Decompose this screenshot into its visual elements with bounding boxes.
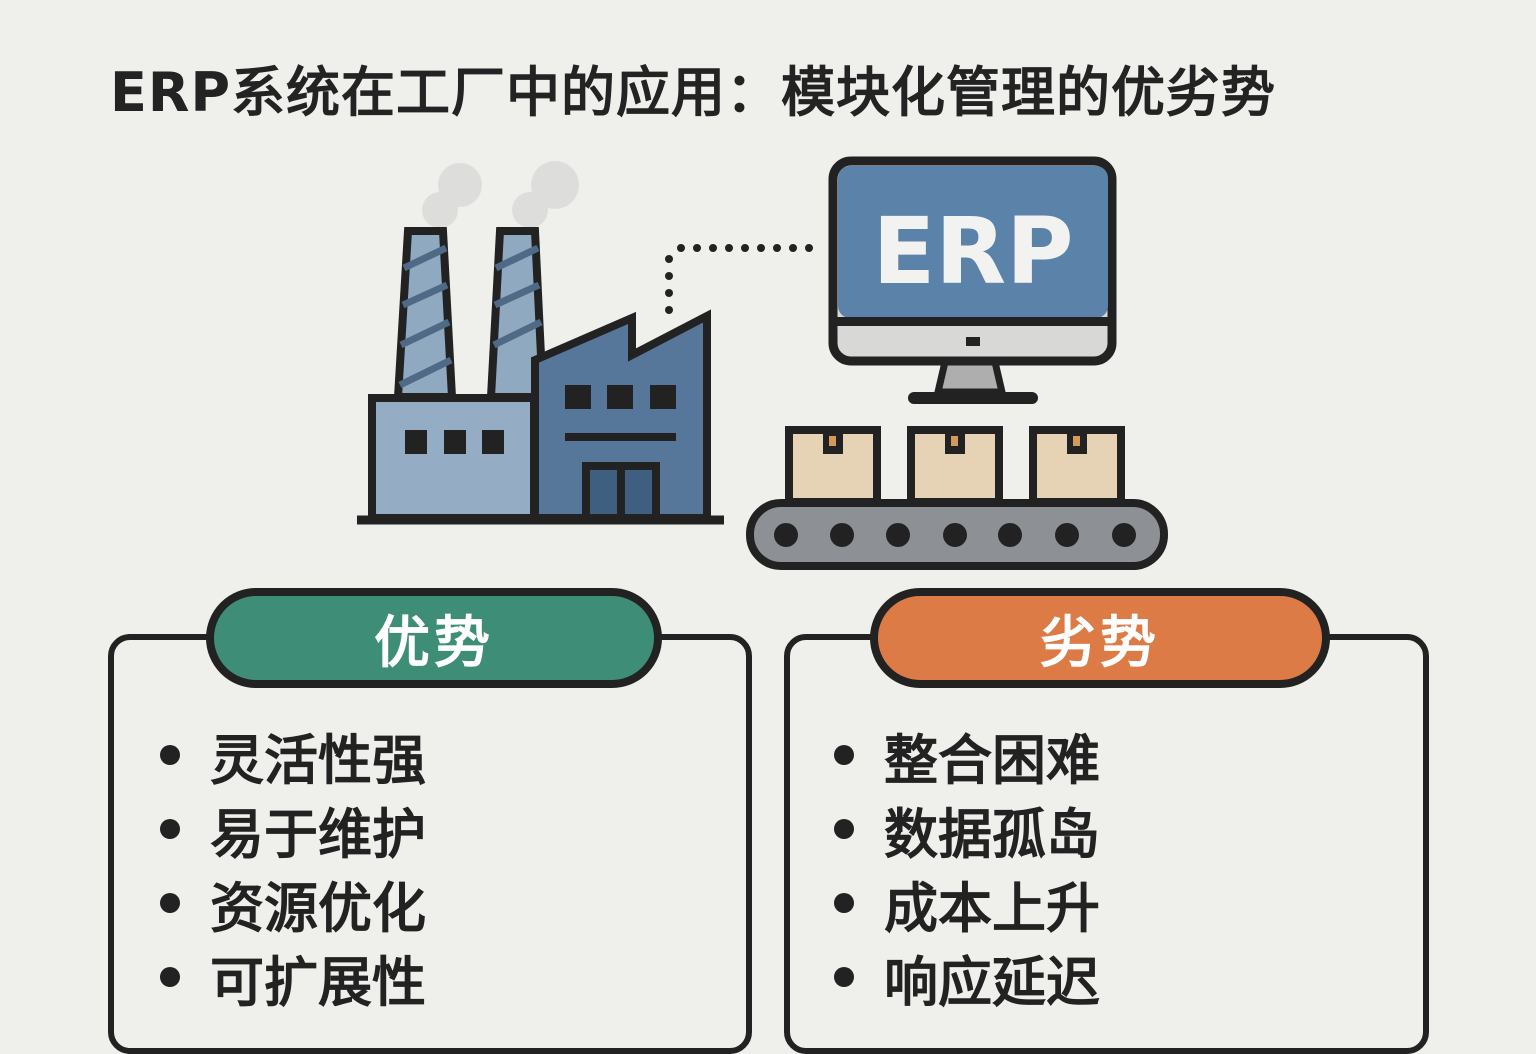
box-icon <box>785 426 1125 506</box>
list-item: 可扩展性 <box>160 940 426 1014</box>
bullet-icon <box>834 967 854 987</box>
list-item: 易于维护 <box>160 792 426 866</box>
factory-icon <box>357 227 724 525</box>
list-item-label: 灵活性强 <box>210 728 426 792</box>
erp-screen-label: ERP <box>872 198 1073 305</box>
pros-heading: 优势 <box>206 588 662 688</box>
list-item-label: 整合困难 <box>884 728 1100 792</box>
list-item-label: 易于维护 <box>210 802 426 866</box>
bullet-icon <box>160 967 180 987</box>
page-title: ERP系统在工厂中的应用：模块化管理的优劣势 <box>110 61 1277 124</box>
box-tape-mark <box>829 436 1080 446</box>
list-item: 数据孤岛 <box>834 792 1100 866</box>
list-item: 资源优化 <box>160 866 426 940</box>
bullet-icon <box>834 745 854 765</box>
list-item-label: 数据孤岛 <box>884 802 1100 866</box>
list-item: 成本上升 <box>834 866 1100 940</box>
conveyor-icon <box>746 499 1168 570</box>
cons-heading: 劣势 <box>870 588 1330 688</box>
bullet-icon <box>834 819 854 839</box>
monitor-icon: ERP <box>828 156 1117 404</box>
bullet-icon <box>160 819 180 839</box>
list-item: 灵活性强 <box>160 718 426 792</box>
bullet-icon <box>834 893 854 913</box>
pros-list: 灵活性强 易于维护 资源优化 可扩展性 <box>160 718 426 1014</box>
list-item: 整合困难 <box>834 718 1100 792</box>
list-item-label: 可扩展性 <box>210 950 426 1014</box>
connector-line <box>665 244 813 314</box>
cons-list: 整合困难 数据孤岛 成本上升 响应延迟 <box>834 718 1100 1014</box>
list-item-label: 成本上升 <box>884 876 1100 940</box>
smoke-icon <box>422 161 579 228</box>
bullet-icon <box>160 745 180 765</box>
list-item: 响应延迟 <box>834 940 1100 1014</box>
illustration: ERP <box>357 156 1168 570</box>
bullet-icon <box>160 893 180 913</box>
list-item-label: 资源优化 <box>210 876 426 940</box>
list-item-label: 响应延迟 <box>884 950 1100 1014</box>
factory-windows <box>405 385 676 454</box>
